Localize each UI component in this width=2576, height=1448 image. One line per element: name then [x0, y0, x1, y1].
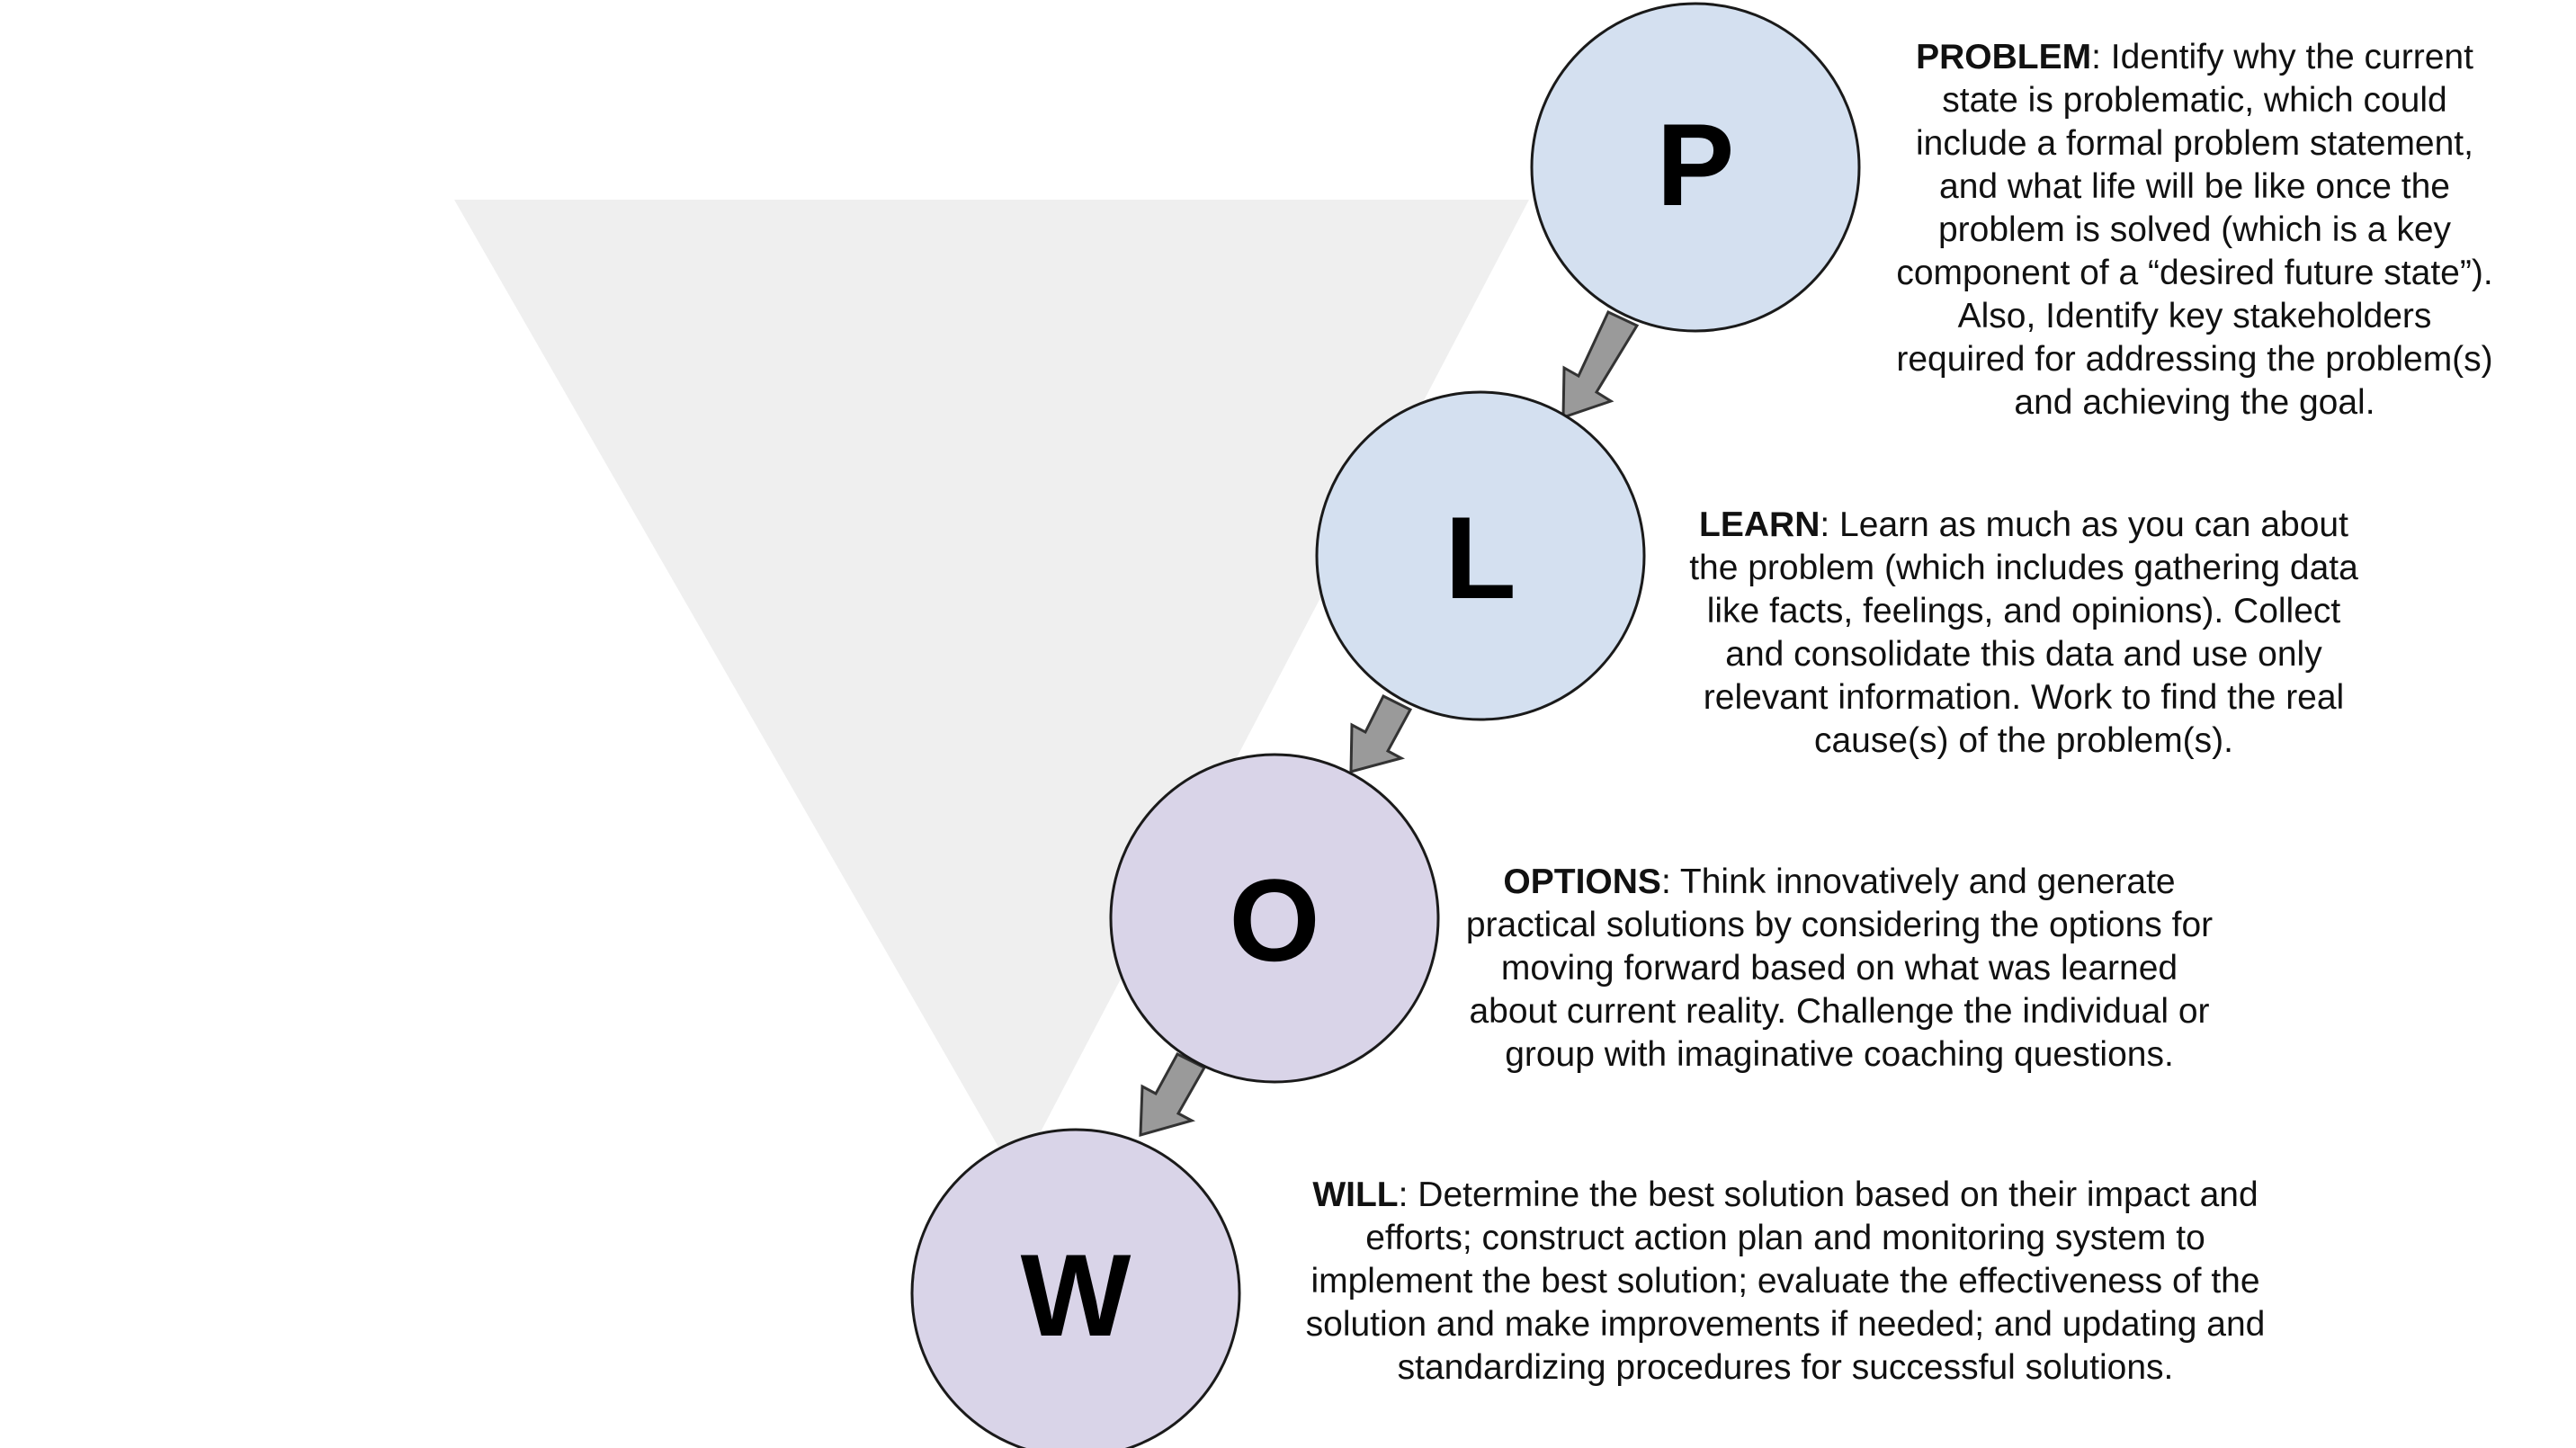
learn-keyword: LEARN — [1699, 505, 1820, 544]
problem-description: PROBLEM: Identify why the current state … — [1871, 36, 2518, 425]
will-description: WILL: Determine the best solution based … — [1268, 1174, 2303, 1390]
learn-text: : Learn as much as you can about the pro… — [1689, 505, 2358, 760]
problem-keyword: PROBLEM — [1916, 38, 2092, 76]
options-keyword: OPTIONS — [1503, 863, 1661, 901]
letter-w: W — [1021, 1229, 1131, 1361]
will-keyword: WILL — [1312, 1175, 1399, 1214]
circle-o: O — [1109, 753, 1440, 1084]
arrow-p-to-l — [1561, 310, 1640, 420]
letter-o: O — [1229, 854, 1319, 986]
options-text: : Think innovatively and generate practi… — [1465, 863, 2214, 1074]
letter-p: P — [1657, 99, 1735, 230]
will-text: : Determine the best solution based on t… — [1305, 1175, 2266, 1387]
options-description: OPTIONS: Think innovatively and generate… — [1435, 861, 2244, 1077]
arrow-o-to-w — [1139, 1052, 1207, 1138]
learn-description: LEARN: Learn as much as you can about th… — [1655, 504, 2393, 763]
circle-l: L — [1315, 390, 1646, 721]
letter-l: L — [1445, 492, 1516, 623]
funnel-triangle — [454, 200, 1529, 1178]
arrow-l-to-o — [1349, 693, 1413, 773]
problem-text: : Identify why the current state is prob… — [1896, 38, 2493, 422]
circle-w: W — [910, 1128, 1241, 1448]
circle-p: P — [1530, 2, 1861, 333]
